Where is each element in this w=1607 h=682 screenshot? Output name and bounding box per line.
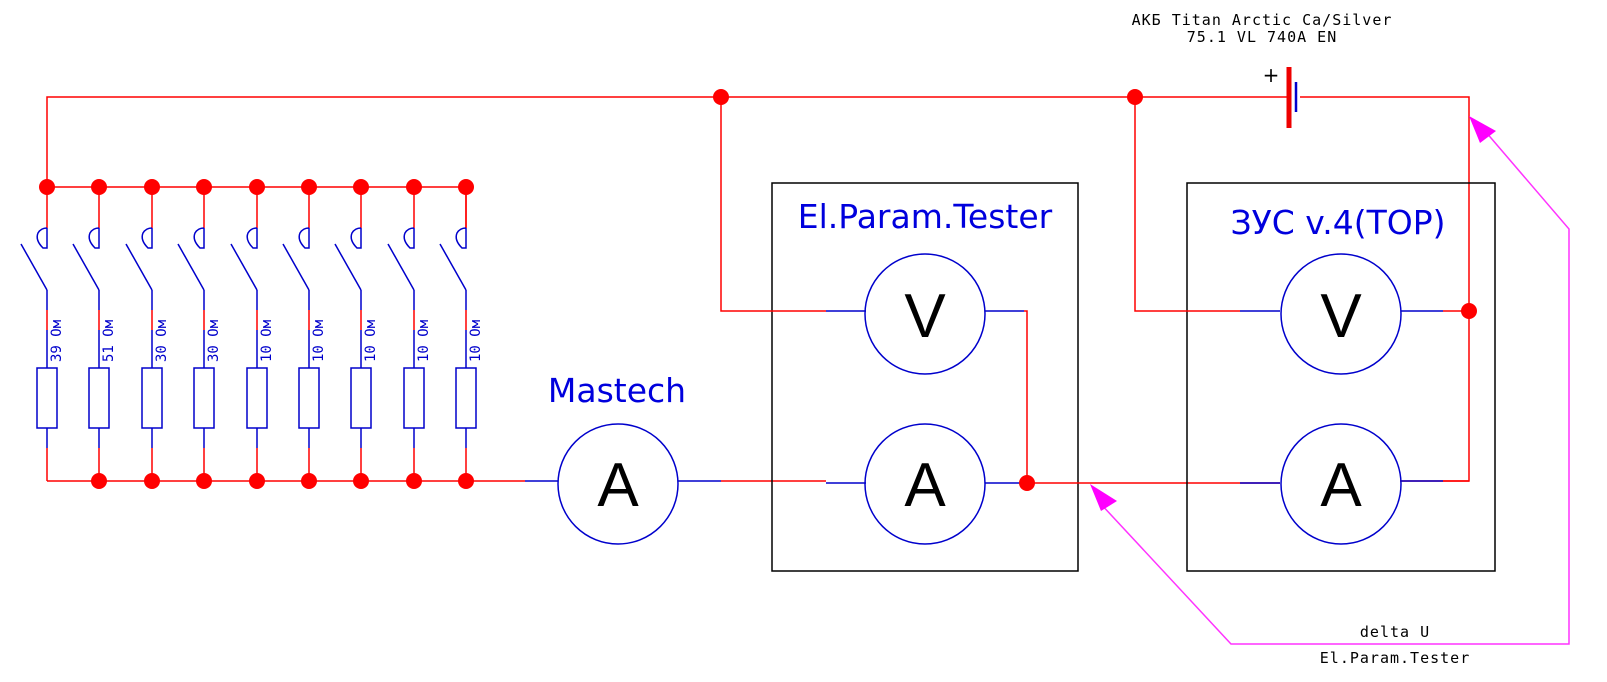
- battery-label-line1: АКБ Titan Arctic Ca/Silver: [1132, 11, 1393, 29]
- junction-node: [144, 179, 160, 195]
- tester-box: El.Param.Tester V A: [720, 97, 1079, 572]
- resistor-branch: 10 Ом: [334, 179, 379, 489]
- arrow-head-icon: [1090, 484, 1117, 511]
- resistor-label: 30 Ом: [154, 319, 170, 362]
- switch-lever-icon[interactable]: [282, 243, 310, 291]
- resistor-icon: [455, 367, 477, 429]
- switch-contact-icon: [455, 227, 467, 249]
- resistor-icon: [246, 367, 268, 429]
- resistor-branch: 39 Ом: [20, 179, 65, 481]
- voltmeter-circle-tester: [864, 253, 986, 375]
- ammeter-circle-charger: [1280, 423, 1402, 545]
- resistor-label: 10 Ом: [259, 319, 275, 362]
- switch-contact-icon: [193, 227, 205, 249]
- switch-lever-icon[interactable]: [387, 243, 415, 291]
- switch-lever-icon[interactable]: [334, 243, 362, 291]
- resistor-branch: 30 Ом: [177, 179, 222, 489]
- resistor-icon: [403, 367, 425, 429]
- junction-node: [353, 179, 369, 195]
- tester-title: El.Param.Tester: [798, 197, 1053, 236]
- charger-box-outline: [1186, 182, 1496, 572]
- switch-lever-icon[interactable]: [125, 243, 153, 291]
- mastech-ammeter: Mastech A: [525, 371, 826, 545]
- switch-contact-icon: [298, 227, 310, 249]
- delta-u-label: delta U: [1360, 623, 1430, 641]
- battery-plus-mark: +: [1263, 63, 1280, 87]
- junction-node: [301, 179, 317, 195]
- resistor-label: 39 Ом: [49, 319, 65, 362]
- switch-contact-icon: [88, 227, 100, 249]
- battery-label: АКБ Titan Arctic Ca/Silver 75.1 VL 740A …: [1132, 11, 1393, 46]
- ammeter-symbol-tester: A: [904, 451, 946, 520]
- junction-node: [196, 473, 212, 489]
- top-wire: [46, 96, 1470, 482]
- junction-node: [249, 473, 265, 489]
- junction-nodes: [713, 89, 1477, 491]
- switch-lever-icon[interactable]: [72, 243, 100, 291]
- resistor-icon: [88, 367, 110, 429]
- resistor-label: 10 Ом: [468, 319, 484, 362]
- switch-lever-icon[interactable]: [177, 243, 205, 291]
- resistor-branch: 10 Ом: [282, 179, 327, 489]
- junction-node: [458, 473, 474, 489]
- ammeter-symbol-mastech: A: [597, 451, 639, 520]
- resistor-label: 10 Ом: [311, 319, 327, 362]
- switch-lever-icon[interactable]: [230, 243, 258, 291]
- junction-node: [196, 179, 212, 195]
- resistor-bank: 39 Ом 51 Ом 30 Ом 30 Ом 10 Ом 10 Ом 10 Ом 10 Ом…: [20, 179, 525, 489]
- resistor-branch: 51 Ом: [72, 179, 117, 489]
- resistor-branch: 10 Ом: [439, 179, 484, 489]
- junction-node: [458, 179, 474, 195]
- ammeter-symbol-charger: A: [1320, 451, 1362, 520]
- resistor-icon: [141, 367, 163, 429]
- delta-u-annotation: delta U El.Param.Tester: [1090, 116, 1570, 667]
- junction-node: [301, 473, 317, 489]
- junction-node: [406, 179, 422, 195]
- battery-label-line2: 75.1 VL 740A EN: [1187, 28, 1337, 46]
- junction-node: [91, 179, 107, 195]
- junction-node: [91, 473, 107, 489]
- junction-node: [1019, 475, 1035, 491]
- switch-contact-icon: [36, 227, 48, 249]
- resistor-label: 10 Ом: [363, 319, 379, 362]
- voltmeter-symbol-tester: V: [904, 282, 946, 351]
- switch-contact-icon: [141, 227, 153, 249]
- resistor-icon: [193, 367, 215, 429]
- switch-contact-icon: [246, 227, 258, 249]
- junction-node: [713, 89, 729, 105]
- charger-box: ЗУС v.4(TOP) V A: [1134, 97, 1496, 572]
- resistor-label: 30 Ом: [206, 319, 222, 362]
- ammeter-circle-tester: [864, 423, 986, 545]
- battery-icon: +: [1263, 63, 1298, 128]
- charger-title: ЗУС v.4(TOP): [1230, 203, 1445, 242]
- junction-node: [406, 473, 422, 489]
- resistor-branch: 10 Ом: [387, 179, 432, 489]
- mastech-title: Mastech: [548, 371, 686, 410]
- ammeter-circle-mastech: [557, 423, 679, 545]
- delta-u-device-label: El.Param.Tester: [1320, 649, 1470, 667]
- junction-node: [39, 179, 55, 195]
- switch-lever-icon[interactable]: [20, 243, 48, 291]
- junction-node: [353, 473, 369, 489]
- tester-box-outline: [771, 182, 1079, 572]
- resistor-branch: 10 Ом: [230, 179, 275, 489]
- resistor-icon: [350, 367, 372, 429]
- resistor-label: 51 Ом: [101, 319, 117, 362]
- resistor-icon: [36, 367, 58, 429]
- junction-node: [144, 473, 160, 489]
- arrow-head-icon: [1469, 116, 1496, 143]
- resistor-branch: 30 Ом: [125, 179, 170, 489]
- voltmeter-circle-charger: [1280, 253, 1402, 375]
- resistor-label: 10 Ом: [416, 319, 432, 362]
- junction-node: [1127, 89, 1143, 105]
- switch-lever-icon[interactable]: [439, 243, 467, 291]
- junction-node: [1461, 303, 1477, 319]
- voltmeter-symbol-charger: V: [1320, 282, 1362, 351]
- junction-node: [249, 179, 265, 195]
- switch-contact-icon: [350, 227, 362, 249]
- switch-contact-icon: [403, 227, 415, 249]
- resistor-icon: [298, 367, 320, 429]
